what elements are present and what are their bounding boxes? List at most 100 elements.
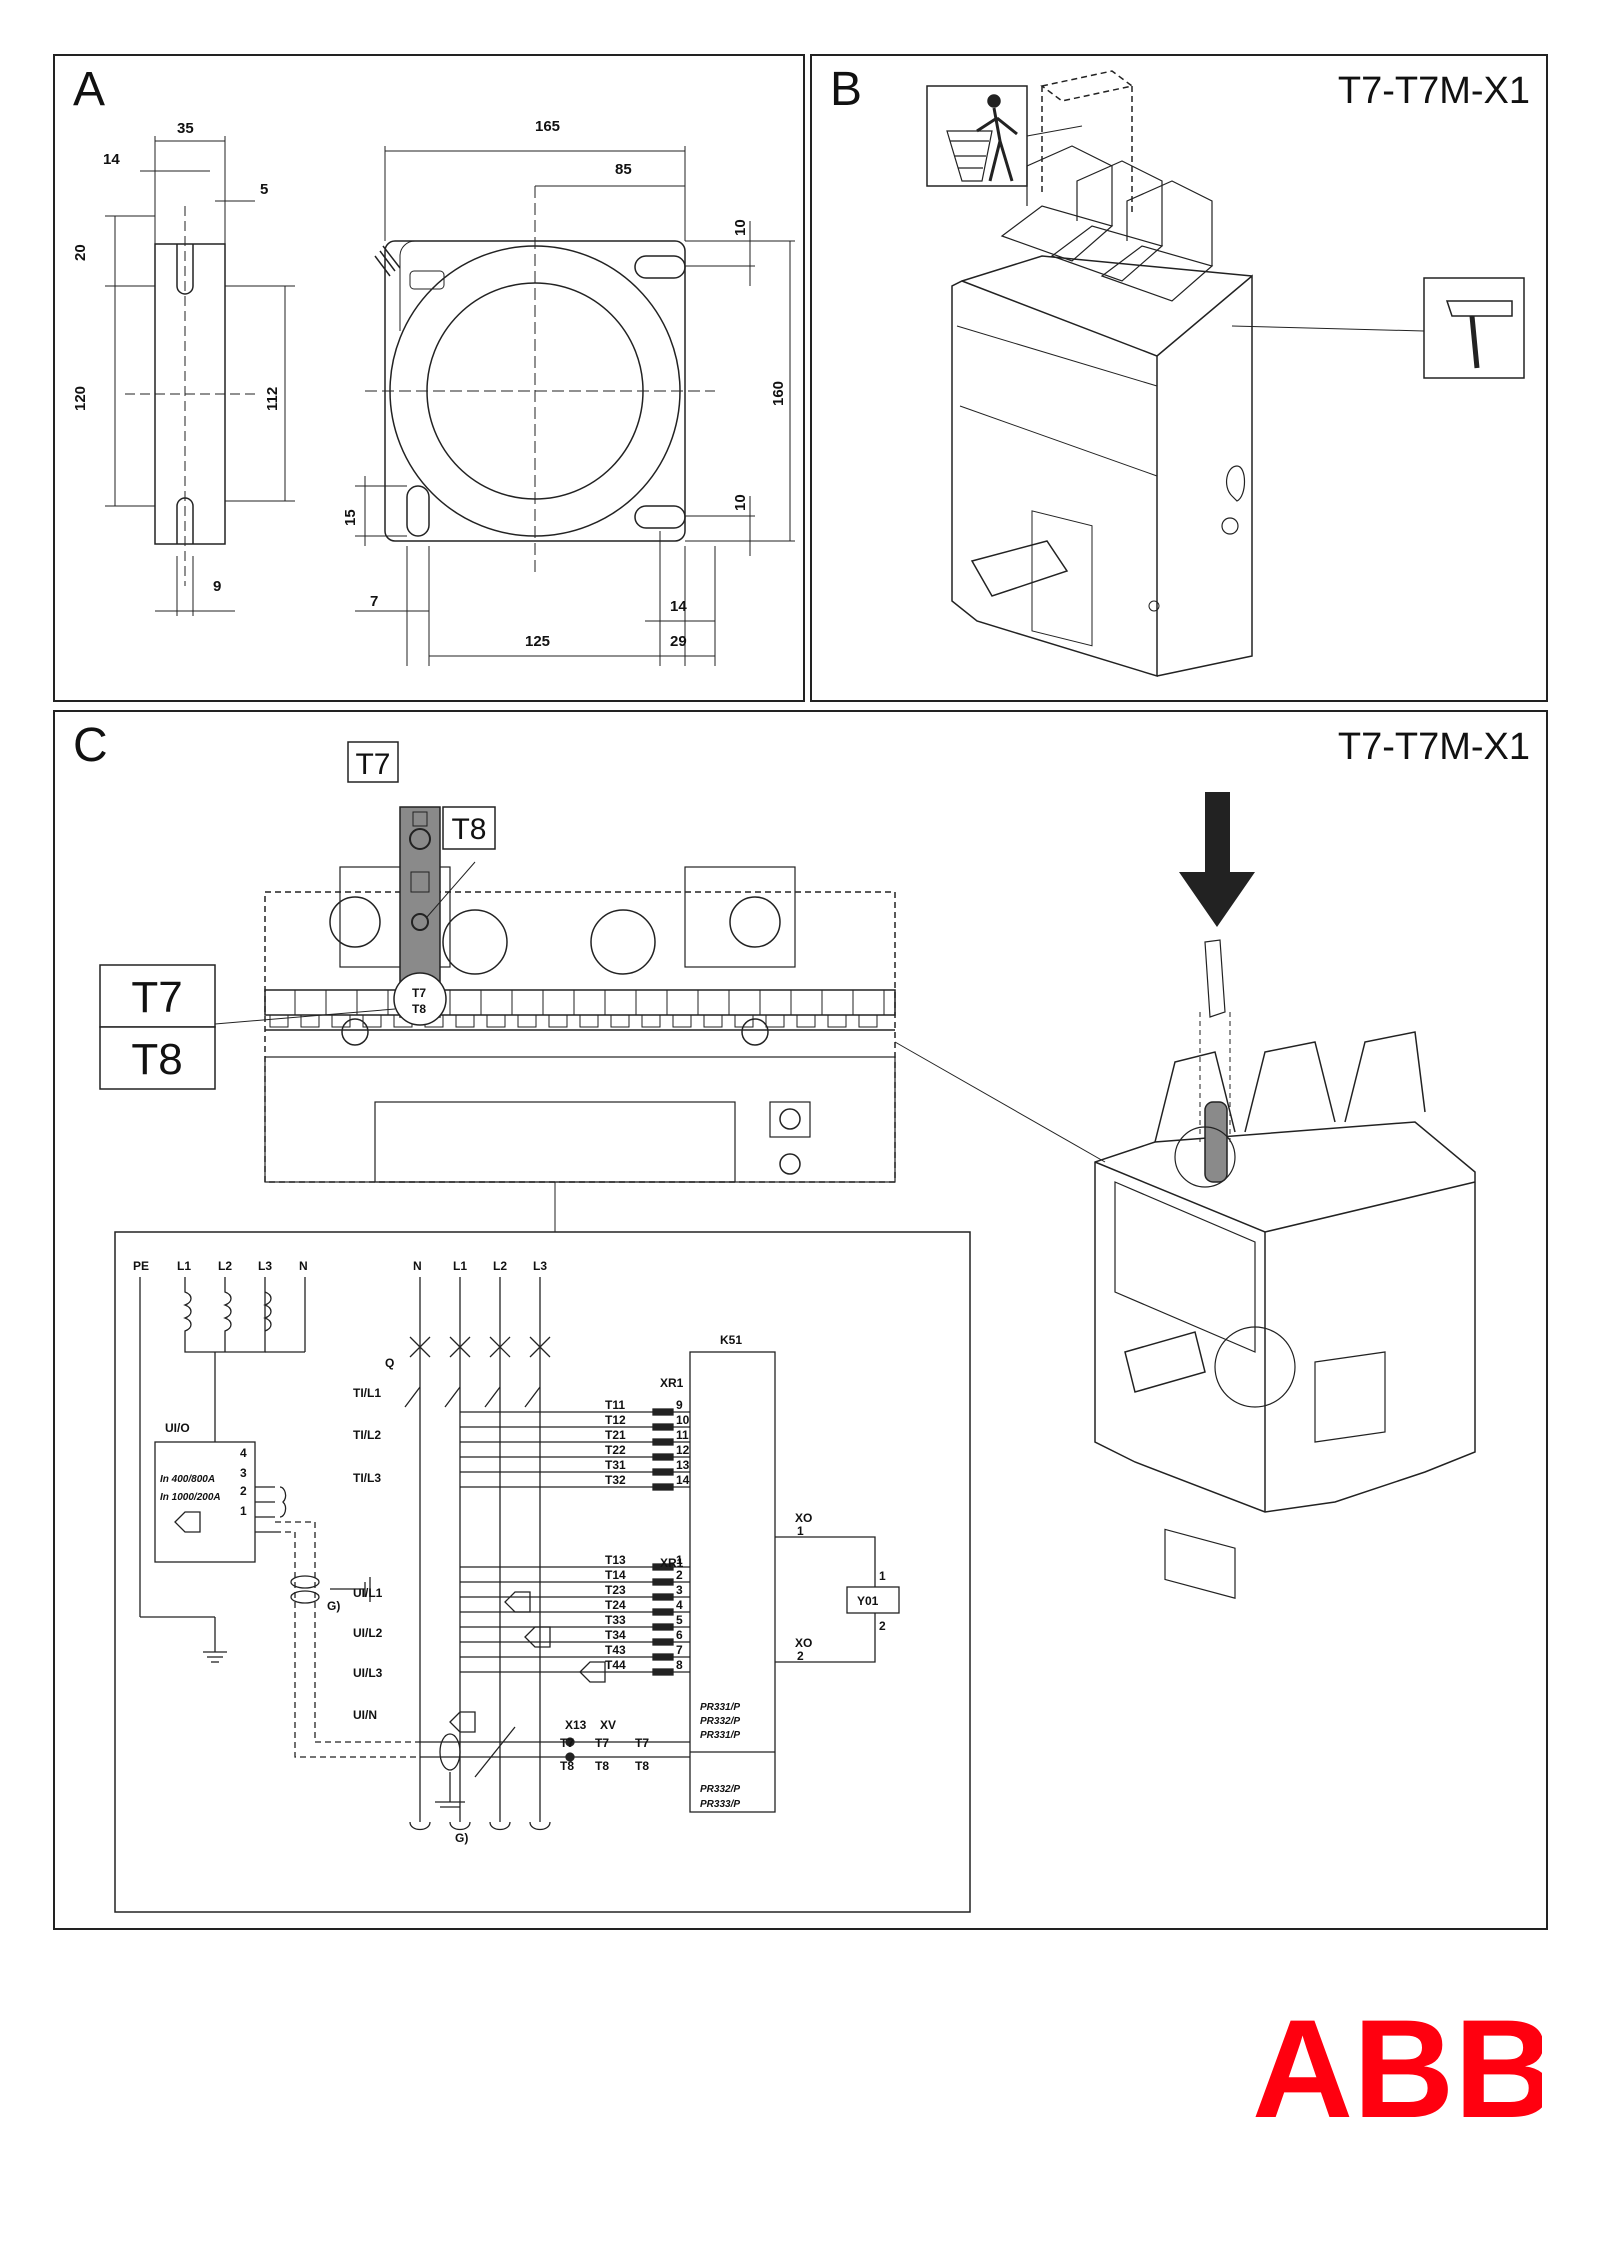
breaker-side [1156,274,1253,677]
label-x13: X13 [565,1718,587,1732]
panel-c-letter: C [73,719,108,772]
pr-model-a3: PR331/P [700,1730,740,1741]
label-y01: Y01 [857,1594,879,1608]
t8-top-box [442,806,496,850]
dim-85: 85 [615,161,632,178]
label-l1-left: L1 [177,1259,191,1273]
group-label-4: UI/L2 [353,1626,383,1640]
signal-label: T32 [605,1473,626,1487]
label-xo-b-pin: 2 [797,1649,804,1663]
dim-120: 120 [72,386,89,411]
panel-c-drawing: T7 T8 T7 T8 T7 T8 [99,741,1476,1913]
sensor-symbol-icon [174,1511,201,1533]
panel-c: C T7-T7M-X1 T7 [53,710,1548,2127]
schematic-drawing: PE L1 L2 L3 N UI/O 4 3 2 1 G) N L1 L2 L3… [133,1259,900,1845]
dim-165: 165 [535,118,560,135]
dim-7: 7 [370,593,378,610]
xr1-pin-label: 3 [676,1583,683,1597]
label-y01-pin1: 1 [879,1569,886,1583]
signal-label: T43 [605,1643,626,1657]
pr-model-a1: PR331/P [700,1702,740,1713]
hammer-icon [1423,277,1525,379]
xr1-pin-label: 14 [676,1473,690,1487]
y01-coil [846,1586,900,1614]
label-t7-row-a: T7 [560,1736,574,1750]
t7-t8-callout-circle [393,972,447,1026]
dim-160: 160 [770,381,787,406]
breaker-lever-slot [1031,510,1093,647]
terminal-tooth [703,1014,723,1028]
label-t8-row-a: T8 [560,1759,574,1773]
xr1-pin-label: 2 [676,1568,683,1582]
pr-model-b1: PR332/P [700,1784,740,1795]
dim-125: 125 [525,633,550,650]
xr1-pin-label: 9 [676,1398,683,1412]
ui-o-rating-2: In 1000/200A [160,1492,221,1503]
xr1-pin-label: 4 [676,1598,683,1612]
xr1-pin-label: 8 [676,1658,683,1672]
terminal-detail-frame [264,891,896,1183]
screw-right [741,1018,769,1046]
signal-label: T34 [605,1628,626,1642]
dim-14: 14 [103,151,120,168]
dim-35: 35 [177,120,194,137]
terminal-tooth [641,1014,661,1028]
terminal-hole-left [442,909,508,975]
terminal-tooth [300,1014,320,1028]
panel-a-drawing: 35 14 5 20 120 112 9 165 85 10 160 15 10… [72,118,795,666]
terminal-tooth [579,1014,599,1028]
xr1-pin-label: 10 [676,1413,690,1427]
label-l2-left: L2 [218,1259,232,1273]
panel-a: A [53,54,805,702]
mount-slot-bottom [634,505,686,529]
panel-b-letter: B [830,63,863,116]
group-label-5: UI/L3 [353,1666,383,1680]
breaker-front-face [951,280,1158,678]
terminal-hole-right [590,909,656,975]
label-xr1-a: XR1 [660,1376,684,1390]
label-l3-top: L3 [533,1259,547,1273]
label-xo-a-pin: 1 [797,1524,804,1538]
panel-c-model: T7-T7M-X1 [1337,726,1530,768]
terminal-tooth [610,1014,630,1028]
label-t7-row-b: T7 [595,1736,609,1750]
panel-b: B T7-T7M-X1 [810,54,1548,702]
xr1-pin-label: 11 [676,1428,689,1442]
signal-label: T44 [605,1658,626,1672]
dim-20: 20 [72,244,89,261]
t8-top-label: T8 [451,813,486,846]
label-l3-left: L3 [258,1259,272,1273]
terminal-block-row [264,989,896,1016]
label-xv: XV [600,1718,616,1732]
ui-o-pin-3: 3 [240,1466,247,1480]
terminal-tooth [734,1014,754,1028]
breaker-iso-c [1094,1031,1476,1599]
t7-box-label: T7 [131,973,182,1022]
panel-a-letter: A [73,63,106,116]
dim-9: 9 [213,578,221,595]
xr1-pin-label: 1 [676,1553,683,1567]
terminal-tooth [765,1014,785,1028]
t8-small-label: T8 [412,1002,426,1016]
xr1-pin-label: 5 [676,1613,683,1627]
t8-box [99,1026,216,1090]
group-label-0: TI/L1 [353,1386,381,1400]
g-note-1: G) [327,1599,340,1613]
panel-b-drawing [926,70,1525,678]
disposal-icon [926,85,1028,187]
terminal-tooth [455,1014,475,1028]
terminal-tooth [858,1014,878,1028]
terminal-tooth [548,1014,568,1028]
terminal-tooth [362,1014,382,1028]
label-n-top: N [413,1259,422,1273]
dim-112: 112 [264,387,281,411]
label-pe: PE [133,1259,149,1273]
label-t7-row-c: T7 [635,1736,649,1750]
terminal-tooth [827,1014,847,1028]
label-l1-top: L1 [453,1259,467,1273]
signal-label: T22 [605,1443,626,1457]
signal-label: T33 [605,1613,626,1627]
label-k51: K51 [720,1333,742,1347]
group-label-2: TI/L3 [353,1471,381,1485]
pr-model-b2: PR333/P [700,1799,740,1810]
